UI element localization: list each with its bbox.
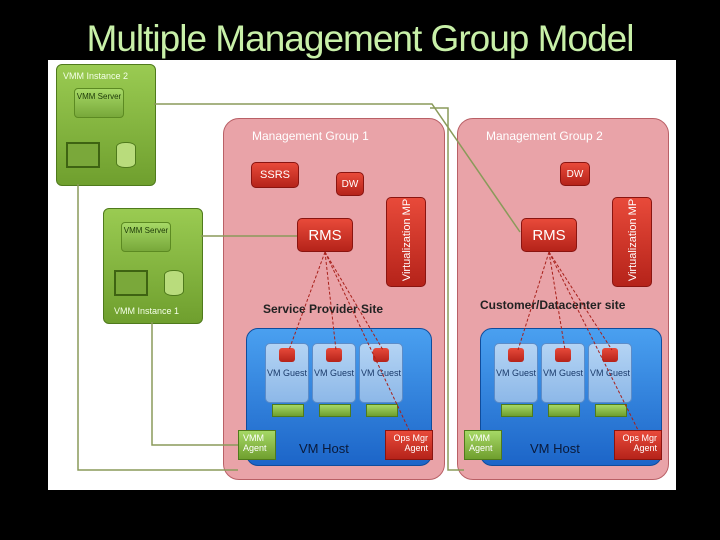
vmm-agent-2: VMM Agent [464, 430, 502, 460]
database-icon [164, 270, 184, 296]
wire-instance2-to-rms2 [154, 103, 521, 233]
wire-rms1-guest [324, 251, 384, 351]
wire-rms1-ops [324, 251, 410, 431]
virtualization-mp-1: Virtualization MP [386, 197, 426, 287]
vm-guest-label: VM Guest [313, 368, 354, 378]
vmm-server-2: VMM Server [74, 88, 124, 118]
vmm-instance-2-label: VMM Instance 2 [63, 71, 129, 81]
guest-agent-bar [501, 404, 533, 417]
wire-rms2-guest [517, 251, 550, 351]
guest-agent-bar [272, 404, 304, 417]
vm-guest-label: VM Guest [266, 368, 307, 378]
vm-guest-label: VM Guest [495, 368, 536, 378]
vm-host-2-label: VM Host [530, 441, 580, 456]
rms-box-1: RMS [297, 218, 353, 252]
wire-agent-cross [430, 107, 464, 471]
vm-guest-label: VM Guest [360, 368, 401, 378]
dw-box-2: DW [560, 162, 590, 186]
guest-agent-bar [366, 404, 398, 417]
mg1-title: Management Group 1 [252, 129, 369, 143]
server-icon [66, 142, 100, 168]
wire-instance1-to-agent2 [151, 322, 238, 446]
wire-rms2-guest [548, 251, 613, 351]
vm-guest: VM Guest [265, 343, 309, 403]
dw-box-1: DW [336, 172, 364, 196]
vmm-instance-1: VMM Instance 1 [103, 208, 203, 324]
guest-agent-bar [319, 404, 351, 417]
vm-guest-label: VM Guest [542, 368, 583, 378]
vmm-server-1: VMM Server [121, 222, 171, 252]
wire-rms2-guest [548, 251, 566, 351]
slide-title: Multiple Management Group Model [86, 18, 635, 59]
ops-mgr-agent-2: Ops Mgr Agent [614, 430, 662, 460]
wire-instance2-to-agent1 [77, 184, 238, 471]
mg2-title: Management Group 2 [486, 129, 603, 143]
wire-rms1-guest [324, 251, 337, 351]
customer-datacenter-site-label: Customer/Datacenter site [480, 298, 626, 312]
guest-agent-bar [595, 404, 627, 417]
vm-guest: VM Guest [494, 343, 538, 403]
vm-guest: VM Guest [541, 343, 585, 403]
wire-rms2-ops [548, 251, 639, 431]
vm-host-1-label: VM Host [299, 441, 349, 456]
ssrs-box: SSRS [251, 162, 299, 188]
rms-box-2: RMS [521, 218, 577, 252]
vmm-instance-1-label: VMM Instance 1 [114, 306, 180, 316]
ops-mgr-agent-1: Ops Mgr Agent [385, 430, 433, 460]
database-icon [116, 142, 136, 168]
vm-guest: VM Guest [312, 343, 356, 403]
server-icon [114, 270, 148, 296]
vmm-agent-1: VMM Agent [238, 430, 276, 460]
virtualization-mp-2: Virtualization MP [612, 197, 652, 287]
wire-rms1-guest [288, 251, 326, 351]
guest-agent-bar [548, 404, 580, 417]
vm-guest: VM Guest [359, 343, 403, 403]
